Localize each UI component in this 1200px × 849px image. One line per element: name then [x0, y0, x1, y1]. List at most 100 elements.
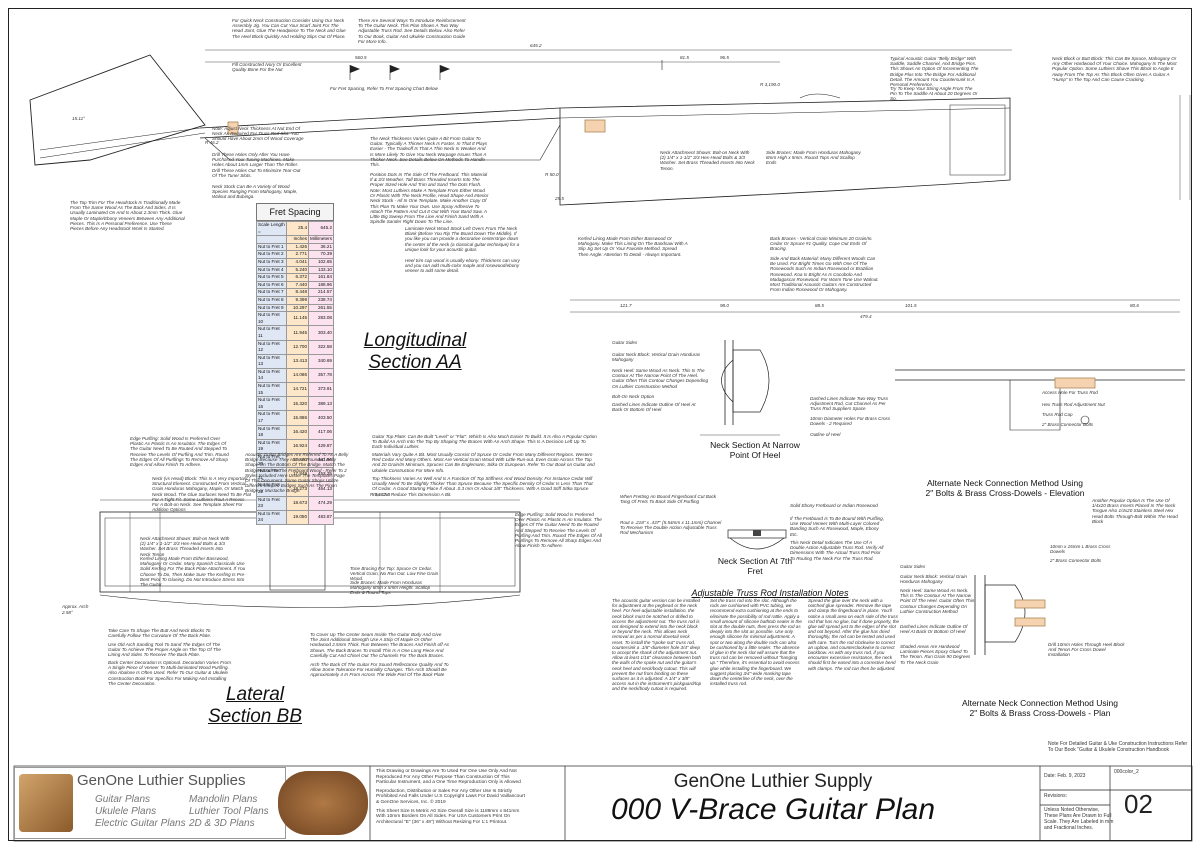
mid-note-11: Dashed Lines Indicate Two-Way Truss Adju… [810, 396, 889, 412]
note-neck-block: Neck Block or Butt Block: This Can Be Sp… [1052, 56, 1177, 82]
fret-label: Nut to Fret 10 [255, 311, 288, 327]
fret-label: Nut to Fret 15 [255, 382, 288, 398]
title-alt-elevation: Alternate Neck Connection Method Using 2… [925, 478, 1085, 498]
fret-label: Nut to Fret 7 [255, 288, 288, 297]
lat-note-5: Kerfed Lining Made From Either Basswood,… [140, 556, 246, 588]
neck-profile [199, 107, 561, 161]
lat-note-13: Use Old Arch Sanding Tool To Sand The Ed… [108, 642, 221, 658]
mid-note-14: Access Hole For Truss Rod [1042, 390, 1098, 395]
dim-radius-top: R 3,190.0 [760, 82, 780, 87]
logo-title: GenOne Luthier Supplies [77, 772, 246, 789]
dimension-lines-longitudinal [205, 49, 1191, 313]
mid-note-26: Drill 10mm Holes Through Heel Block And … [1048, 642, 1125, 658]
legal-notes: This Drawing or Drawings Are To Used For… [376, 769, 525, 825]
mid-note-13: Outline of Heel [810, 432, 841, 437]
mid-note-21: Guitar Sides [900, 564, 926, 569]
fret-label: Nut to Fret 2 [255, 250, 288, 259]
fret-spacing-title: Fret Spacing [256, 203, 334, 221]
dim-radius-nut: R 46.2 [205, 140, 219, 145]
fret-label: Nut to Fret 9 [255, 303, 288, 313]
fret-inches: 8.448 [286, 288, 310, 297]
mid-note-19: 10mm x 15mm L Brass Cross Dowels [1050, 544, 1111, 555]
neck-section-heel [700, 340, 780, 436]
lat-note-7: Materials Vary Quite A Bit. Most Usually… [372, 452, 595, 473]
dim-scale: 645.2 [530, 43, 542, 48]
title-neck-7th: Neck Section At 7th Fret [717, 556, 793, 576]
fret-mm: 102.65 [308, 257, 334, 267]
fret-inches: 18.673 [286, 495, 310, 511]
fret-inches: 10.297 [286, 303, 310, 313]
fret-mm: 214.57 [308, 288, 334, 297]
fret-mm: 453.35 [308, 467, 334, 483]
fret-mm: 36.21 [308, 242, 334, 252]
sheet-number: 02 [1124, 789, 1153, 819]
fret-mm: 283.08 [308, 311, 334, 327]
fret-label: Nut to Fret 4 [255, 265, 288, 275]
lat-note-12: Take Care To Shape The Butt And Neck Blo… [108, 628, 212, 639]
lat-note-10: Tone Bracing For Top: Spruce Or Cedar. V… [350, 566, 439, 582]
note-nut: Fill Constructed Ivory Or Excellent Qual… [232, 62, 302, 73]
note-position-dots: Position Dots In The Side Of The Fretboa… [370, 172, 488, 188]
lat-note-6: Guitar Top Plate: Can Be Built "Level" o… [372, 434, 597, 450]
fret-mm: 389.13 [308, 396, 334, 412]
mid-note-18: Another Popular Option Is The Use Of 1/4… [1092, 498, 1178, 524]
fret-inches: 16.420 [286, 424, 310, 440]
note-reinforcement: There Are Several Ways To Introduce Rein… [358, 18, 466, 44]
title-block: GenOne Luthier Supplies Guitar Plans Uku… [8, 741, 1192, 841]
dim-nut-saddle: 560.5 [355, 55, 367, 60]
mid-note-5: Dashed Lines Indicate Outline Of Heel At… [612, 402, 696, 413]
fret-label: Nut to Fret 23 [255, 495, 288, 511]
dim-b: 96.5 [720, 55, 729, 60]
fret-label: Nut to Fret 12 [255, 339, 288, 355]
col-mm: Millimeters [308, 235, 334, 244]
plan-title: 000 V-Brace Guitar Plan [610, 793, 936, 826]
plan-date: Date: Feb. 9, 2023 [1044, 773, 1086, 779]
scale-in: 25.4 [286, 220, 310, 237]
fret-label: Nut to Fret 3 [255, 257, 288, 267]
fret-inches: 5.240 [286, 265, 310, 275]
fret-mm: 303.40 [308, 325, 334, 341]
fret-inches: 17.400 [286, 452, 310, 469]
mid-note-3: Neck Heel: Same Wood As Neck. This Is Th… [612, 368, 709, 389]
lat-note-17: Approx. Arch [62, 604, 89, 609]
fret-label: Nut to Fret 8 [255, 295, 288, 305]
mid-note-7: Rout a .218" x .437" (5.54mm x 11.1mm) C… [620, 520, 722, 536]
fret-inches: 4.041 [286, 257, 310, 267]
product-1: Guitar Plans [95, 794, 151, 805]
fret-label: Nut to Fret 21 [255, 467, 288, 483]
mid-note-17: 2" Brass Connector Bolts [1042, 422, 1094, 427]
note-template: Note: Most Luthiers Make A Template From… [370, 188, 489, 225]
fret-label: Nut to Fret 16 [255, 396, 288, 412]
dim-g: 80.6 [1130, 303, 1139, 308]
product-3: Electric Guitar Plans [95, 818, 186, 829]
fret-inches: 15.886 [286, 410, 310, 426]
mid-note-24: Dashed Lines Indicate Outline Of Heel At… [900, 624, 968, 635]
note-neck-thickness-nut: Note: Adjust Neck Thickness At Nut End O… [212, 126, 304, 142]
mid-note-9: If The Fretboard Is To Be Bound With Pur… [790, 516, 885, 537]
mid-note-20: 2" Brass Connector Bolts [1050, 558, 1102, 563]
title-lateral: Lateral Section BB [208, 684, 302, 727]
dim-f: 101.5 [905, 303, 917, 308]
dim-headstock-angle: 15.11° [72, 116, 85, 121]
mid-note-2: Guitar Neck Block: Vertical Grain Hondur… [612, 352, 701, 363]
truss-col-2: Set the truss rod into the slot. Althoug… [710, 598, 802, 687]
note-neck-jig: For Quick Neck Construction Consider Usi… [232, 18, 346, 39]
product-6: 2D & 3D Plans [189, 818, 255, 829]
fret-label: Nut to Fret 18 [255, 424, 288, 440]
fret-mm: 188.96 [308, 280, 334, 290]
mid-note-16: Truss Rod Cap [1042, 412, 1073, 417]
